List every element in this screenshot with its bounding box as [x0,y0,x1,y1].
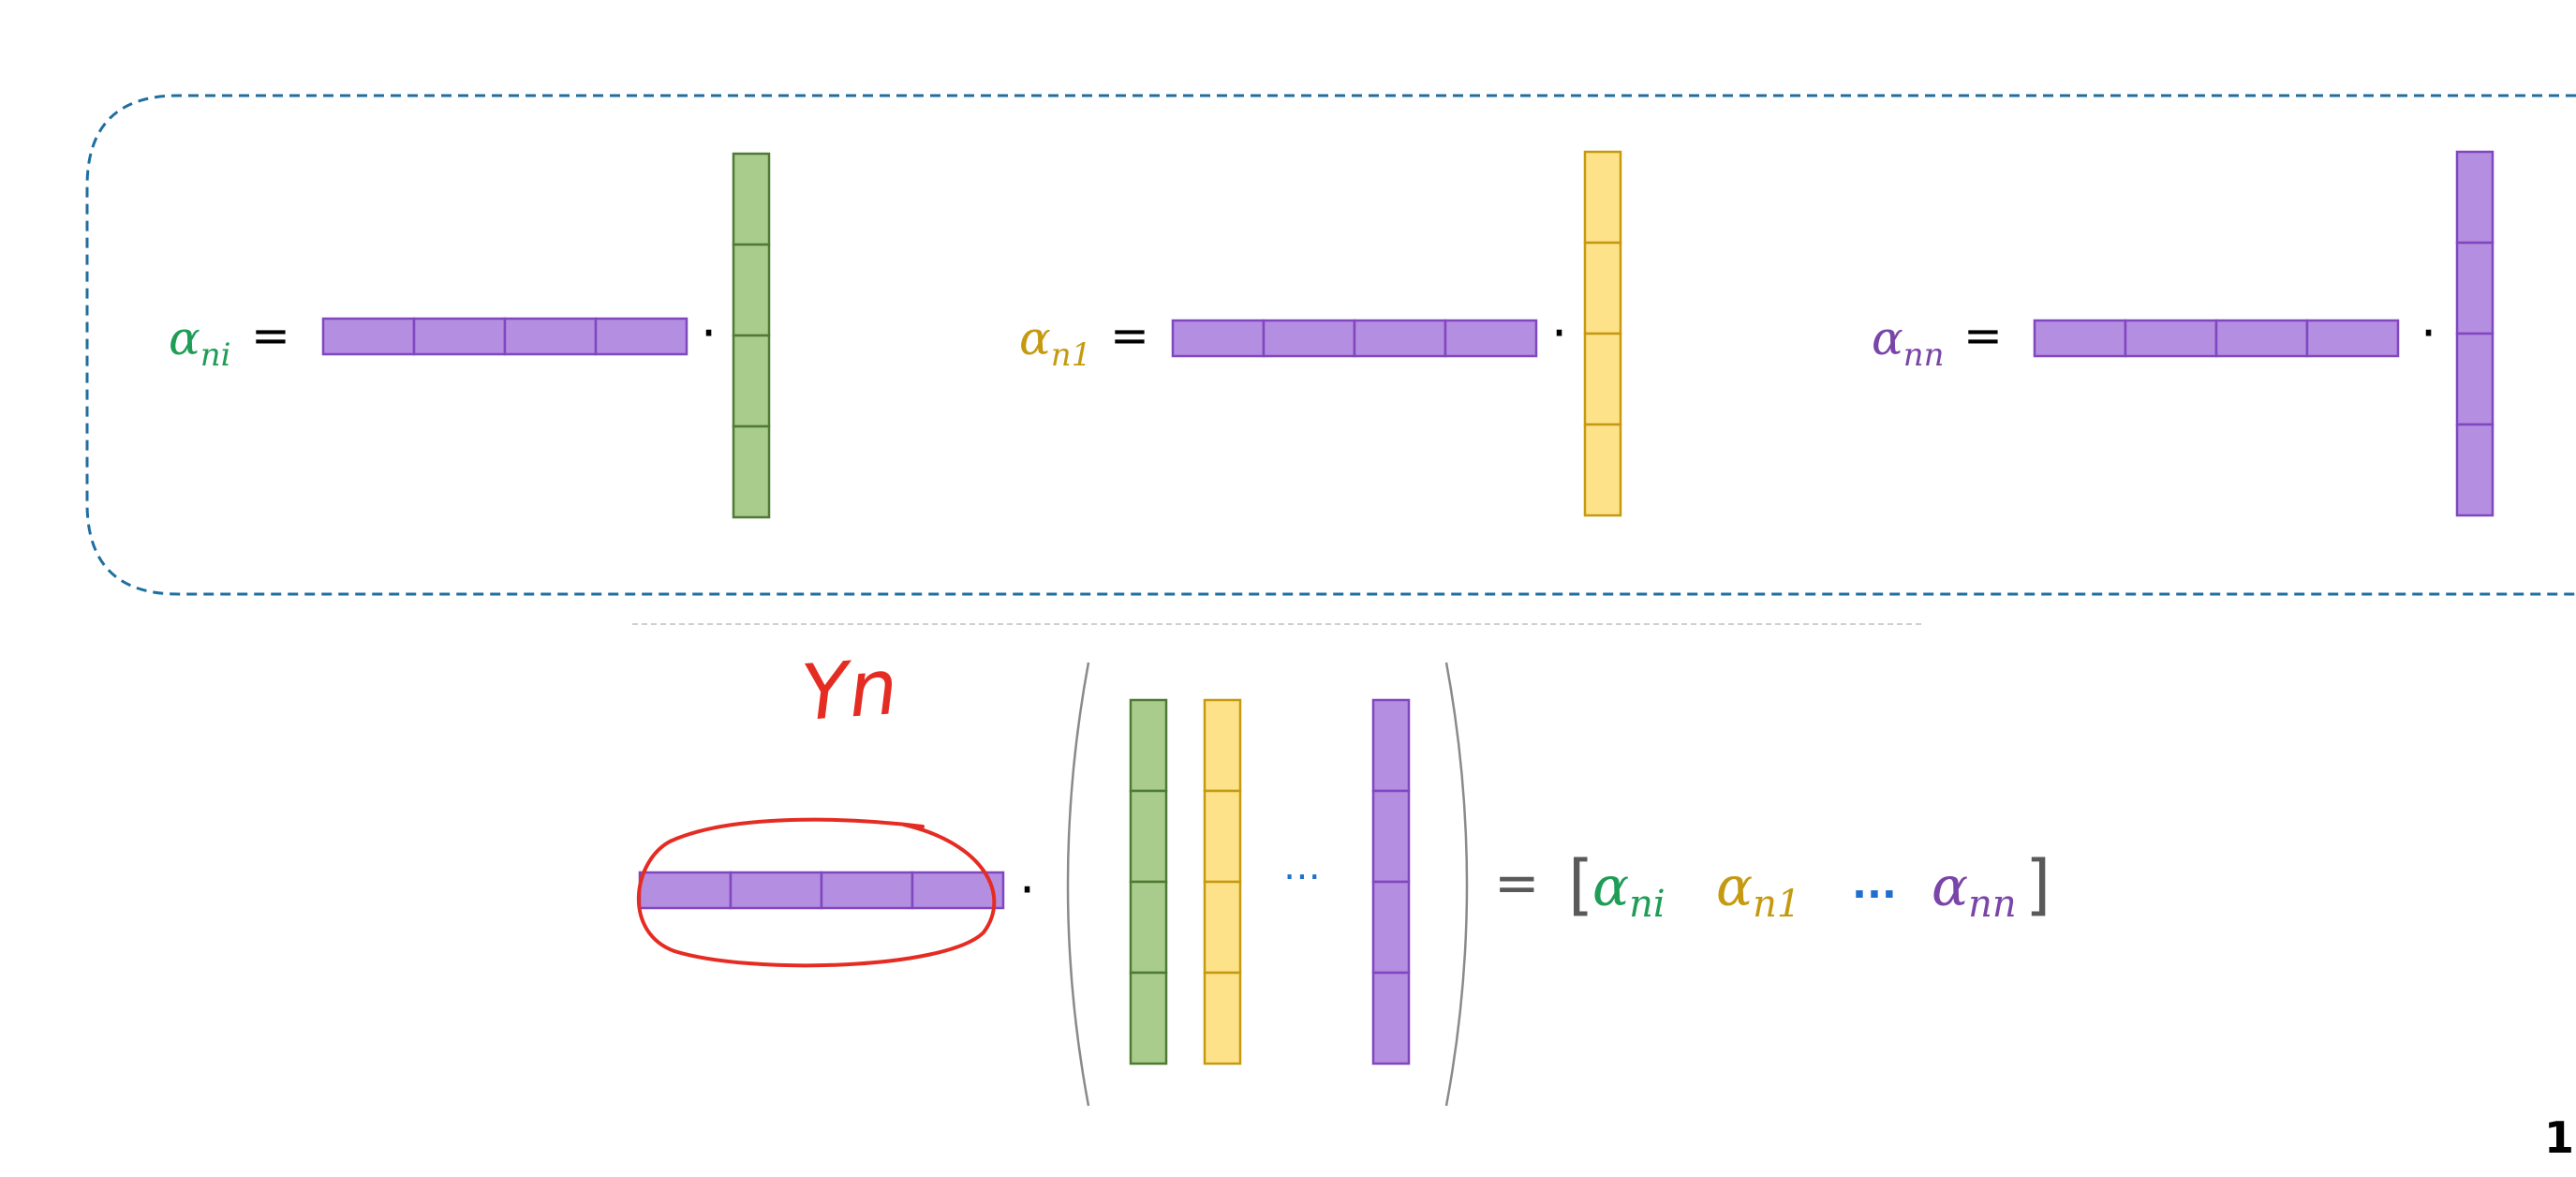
alpha-subscript: n1 [1051,336,1092,374]
equals-sign: = [1110,308,1149,363]
equals-sign: = [1963,308,2003,363]
matrix-column-purple [1371,698,1411,1065]
vector-cell [1129,971,1168,1065]
vector-cell [1371,698,1411,793]
result-alpha-ni: αni [1592,855,1666,926]
equals-sign: = [251,308,290,363]
bracket-open: [ [1568,846,1593,923]
bracket-close: ] [2025,846,2050,923]
equation-alpha-ni: αni = · [169,152,771,519]
vector-cell [732,425,771,519]
query-row-vector [1171,319,1538,358]
vector-cell [503,317,598,356]
result-ellipsis: ... [1852,861,1897,907]
annotation-label: Yn [799,643,900,738]
vector-cell [1262,319,1356,358]
key-column-vector-yellow [1583,150,1622,517]
vector-cell [321,317,416,356]
left-parenthesis [1066,662,1090,1107]
key-column-vector-green [732,152,771,519]
equation-alpha-nn: αnn = · [1872,150,2495,517]
vector-cell [1129,880,1168,975]
vector-cell [2033,319,2127,358]
vector-cell [2124,319,2218,358]
query-row-vector-bottom [638,871,1005,910]
alpha-subscript: nn [1903,336,1945,374]
dot-operator: · [2421,304,2436,363]
vector-cell [1129,789,1168,884]
matrix-column-yellow [1203,698,1242,1065]
equation-alpha-n1: αn1 = · [1019,150,1622,517]
vector-cell [1203,880,1242,975]
vector-cell [1443,319,1538,358]
right-parenthesis [1444,662,1469,1107]
vector-cell [1129,698,1168,793]
alpha-n1-label: αn1 [1019,311,1091,374]
vector-cell [2455,332,2495,426]
dot-operator: · [701,304,717,363]
dot-operator: · [1019,860,1035,919]
vector-cell [1371,789,1411,884]
alpha-symbol: α [1872,311,1903,365]
vector-cell [2305,319,2400,358]
alpha-nn-label: αnn [1872,311,1945,374]
handwritten-annotation: Yn [636,643,997,968]
vector-cell [1203,789,1242,884]
annotation-ellipse [636,817,997,968]
vector-cell [1371,880,1411,975]
vector-cell [2214,319,2309,358]
dot-operator: · [1551,304,1567,363]
vector-cell [412,317,507,356]
vector-cell [2455,241,2495,335]
vector-cell [732,243,771,337]
vector-cell [1203,971,1242,1065]
matrix-equation: · ⋯ = [ αni αn1 ... αnn ] [638,662,2050,1107]
matrix-column-green [1129,698,1168,1065]
vector-cell [1171,319,1266,358]
query-row-vector [321,317,688,356]
vector-cell [1203,698,1242,793]
page-number: 1 [2544,1112,2574,1163]
vector-cell [732,152,771,246]
vector-cell [820,871,914,910]
vector-cell [2455,423,2495,517]
equals-sign: = [1494,851,1540,915]
column-ellipsis: ⋯ [1283,855,1321,898]
vector-cell [732,334,771,428]
alpha-symbol: α [1019,311,1051,365]
result-alpha-nn: αnn [1932,855,2017,926]
query-row-vector [2033,319,2400,358]
result-alpha-n1: αn1 [1716,855,1800,926]
alpha-ni-label: αni [169,311,231,374]
alpha-subscript: ni [200,336,231,374]
vector-cell [638,871,733,910]
key-column-vector-purple [2455,150,2495,517]
vector-cell [2455,150,2495,245]
alpha-symbol: α [169,311,200,365]
vector-cell [1583,332,1622,426]
vector-cell [729,871,823,910]
vector-cell [1583,241,1622,335]
vector-cell [1353,319,1447,358]
vector-cell [1583,150,1622,245]
vector-cell [1371,971,1411,1065]
vector-cell [594,317,688,356]
vector-cell [1583,423,1622,517]
dashed-group-frame [85,94,2576,596]
